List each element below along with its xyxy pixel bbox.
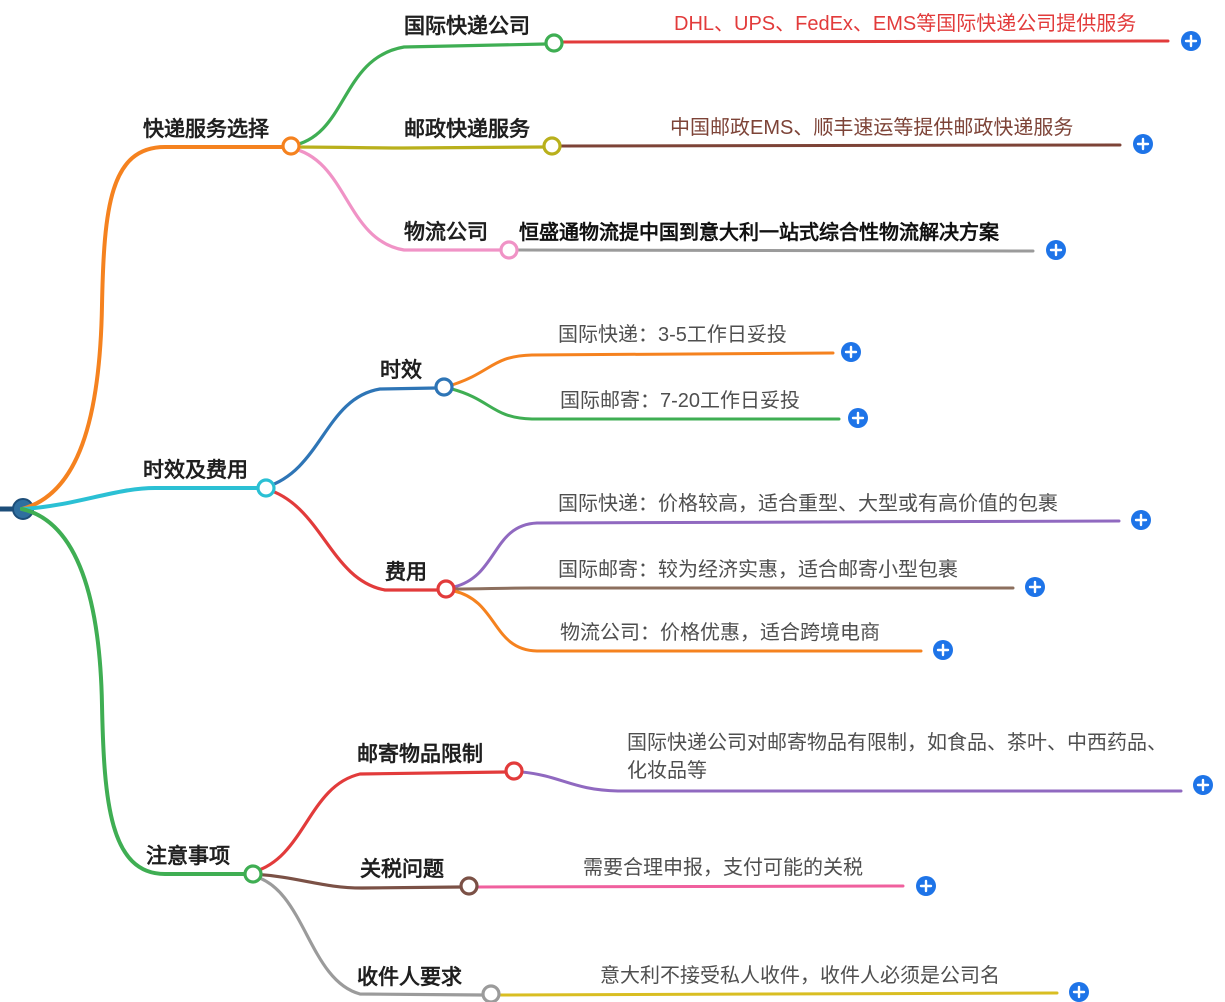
connector-recipient-req bbox=[251, 874, 485, 997]
node-label-time-cost[interactable]: 时效及费用 bbox=[143, 459, 248, 482]
add-node-button[interactable] bbox=[1193, 775, 1213, 795]
connector-cost bbox=[264, 487, 440, 592]
node-label-precautions[interactable]: 注意事项 bbox=[146, 845, 230, 868]
leaf-text-post-7-20[interactable]: 国际邮寄：7-20工作日妥投 bbox=[560, 390, 801, 412]
node-label-item-restrictions[interactable]: 邮寄物品限制 bbox=[357, 743, 483, 766]
add-node-button[interactable] bbox=[1181, 31, 1201, 51]
node-handle-timeliness[interactable] bbox=[434, 377, 454, 397]
leaf-text-dhl-ups[interactable]: DHL、UPS、FedEx、EMS等国际快递公司提供服务 bbox=[674, 13, 1137, 35]
leafline-post-7-20 bbox=[450, 387, 841, 421]
add-node-button[interactable] bbox=[933, 640, 953, 660]
leaf-text-hengshengtong[interactable]: 恒盛通物流提中国到意大利一站式综合性物流解决方案 bbox=[519, 222, 999, 244]
plus-icon bbox=[851, 411, 865, 425]
node-label-intl-express-co[interactable]: 国际快递公司 bbox=[404, 15, 530, 38]
leafline-express-3-5 bbox=[450, 351, 835, 387]
plus-icon bbox=[1196, 778, 1210, 792]
add-node-button[interactable] bbox=[848, 408, 868, 428]
leafline-tariff bbox=[475, 884, 905, 889]
leaf-text-express-3-5[interactable]: 国际快递：3-5工作日妥投 bbox=[558, 324, 787, 346]
add-node-button[interactable] bbox=[1046, 240, 1066, 260]
plus-icon bbox=[936, 643, 950, 657]
leafline-logistics-price bbox=[452, 589, 923, 653]
node-handle-logistics-co[interactable] bbox=[499, 240, 519, 260]
connector-item-restrictions bbox=[251, 770, 508, 874]
leafline-restrictions bbox=[520, 770, 1183, 793]
leaf-text-logistics-price[interactable]: 物流公司：价格优惠，适合跨境电商 bbox=[560, 622, 880, 644]
node-handle-express-service[interactable] bbox=[281, 136, 301, 156]
add-node-button[interactable] bbox=[1133, 134, 1153, 154]
plus-icon bbox=[1072, 985, 1086, 999]
plus-icon bbox=[1184, 34, 1198, 48]
connector-postal-express bbox=[289, 145, 546, 150]
plus-icon bbox=[844, 345, 858, 359]
connector-tariff-issues bbox=[251, 872, 463, 890]
leaf-text-tariff[interactable]: 需要合理申报，支付可能的关税 bbox=[583, 857, 863, 879]
node-label-tariff-issues[interactable]: 关税问题 bbox=[360, 858, 444, 881]
leafline-china-post bbox=[558, 143, 1122, 148]
leaf-text-recipient[interactable]: 意大利不接受私人收件，收件人必须是公司名 bbox=[600, 965, 1000, 987]
leafline-post-price bbox=[452, 586, 1015, 591]
leaf-text-post-price[interactable]: 国际邮寄：较为经济实惠，适合邮寄小型包裹 bbox=[558, 559, 958, 581]
connector-logistics-co bbox=[289, 146, 503, 252]
add-node-button[interactable] bbox=[1069, 982, 1089, 1002]
node-handle-time-cost[interactable] bbox=[256, 478, 276, 498]
connector-precautions bbox=[20, 507, 255, 876]
add-node-button[interactable] bbox=[841, 342, 861, 362]
leaf-text-restrictions[interactable]: 国际快递公司对邮寄物品有限制，如食品、茶叶、中西药品、化妆品等 bbox=[627, 732, 1167, 782]
plus-icon bbox=[1049, 243, 1063, 257]
node-label-postal-express[interactable]: 邮政快递服务 bbox=[404, 118, 530, 141]
connector-intl-express-co bbox=[289, 42, 548, 148]
plus-icon bbox=[1134, 513, 1148, 527]
add-node-button[interactable] bbox=[1131, 510, 1151, 530]
node-label-recipient-req[interactable]: 收件人要求 bbox=[357, 966, 462, 989]
connector-time-cost bbox=[20, 486, 268, 511]
leafline-recipient bbox=[497, 991, 1059, 997]
node-handle-tariff-issues[interactable] bbox=[459, 876, 479, 896]
leafline-dhl-ups bbox=[560, 39, 1170, 44]
node-handle-precautions[interactable] bbox=[243, 864, 263, 884]
leafline-hengshengtong bbox=[515, 248, 1035, 253]
node-handle-item-restrictions[interactable] bbox=[504, 761, 524, 781]
leafline-express-price bbox=[452, 519, 1121, 589]
add-node-button[interactable] bbox=[1025, 577, 1045, 597]
node-label-timeliness[interactable]: 时效 bbox=[380, 359, 422, 382]
plus-icon bbox=[1028, 580, 1042, 594]
leaf-text-express-price[interactable]: 国际快递：价格较高，适合重型、大型或有高价值的包裹 bbox=[558, 493, 1058, 515]
node-handle-recipient-req[interactable] bbox=[481, 984, 501, 1002]
node-label-express-service[interactable]: 快递服务选择 bbox=[143, 118, 269, 141]
plus-icon bbox=[1136, 137, 1150, 151]
connector-express-service bbox=[20, 145, 293, 511]
add-node-button[interactable] bbox=[916, 876, 936, 896]
plus-icon bbox=[919, 879, 933, 893]
node-handle-intl-express-co[interactable] bbox=[544, 33, 564, 53]
node-label-cost[interactable]: 费用 bbox=[385, 561, 427, 584]
node-handle-cost[interactable] bbox=[436, 579, 456, 599]
node-label-logistics-co[interactable]: 物流公司 bbox=[404, 221, 488, 244]
leaf-text-china-post[interactable]: 中国邮政EMS、顺丰速运等提供邮政快递服务 bbox=[670, 117, 1074, 139]
connector-timeliness bbox=[264, 386, 438, 489]
node-handle-postal-express[interactable] bbox=[542, 136, 562, 156]
